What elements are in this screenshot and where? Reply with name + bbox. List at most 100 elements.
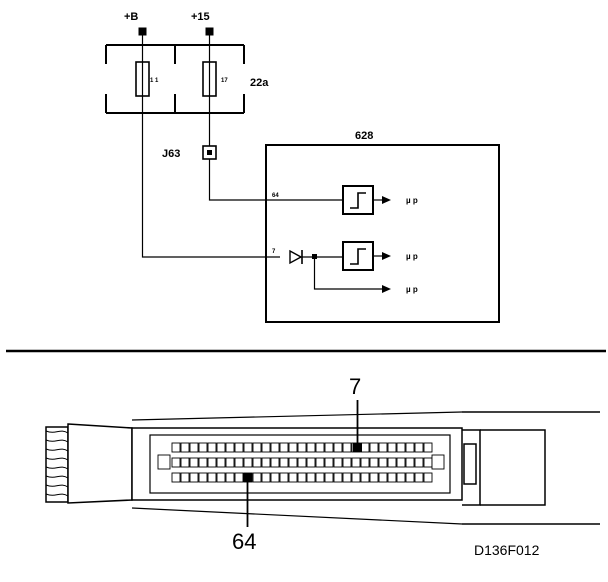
cable-wire xyxy=(45,457,69,461)
connector-pin xyxy=(396,457,406,468)
connector-pin xyxy=(234,442,244,453)
connector-pin xyxy=(180,472,190,483)
connector-pin xyxy=(225,457,235,468)
connector-pin xyxy=(369,472,379,483)
label-supply-b: +B xyxy=(124,11,138,23)
fuse-box xyxy=(105,44,245,114)
connector-pin xyxy=(243,457,253,468)
connector-pin xyxy=(180,442,190,453)
connector-pin xyxy=(378,457,388,468)
connector-pin xyxy=(423,472,433,483)
label-output-1: µ p xyxy=(406,196,418,205)
connector-latch xyxy=(462,429,481,506)
label-output-2: µ p xyxy=(406,252,418,261)
arrow-out-3 xyxy=(382,285,391,293)
connector-pin xyxy=(333,457,343,468)
schematic xyxy=(105,27,500,323)
connector-pin xyxy=(297,457,307,468)
connector-pin xyxy=(315,472,325,483)
wire-b-to-diode xyxy=(141,113,280,258)
connector-pin xyxy=(189,442,199,453)
connector-pin xyxy=(216,457,226,468)
connector-pin xyxy=(324,442,334,453)
connector-pin xyxy=(405,472,415,483)
connector-pin xyxy=(180,457,190,468)
connector-pin xyxy=(252,472,262,483)
connector-pin xyxy=(360,472,370,483)
cable-harness xyxy=(45,426,69,503)
connector-pin xyxy=(324,472,334,483)
connector-pin xyxy=(387,457,397,468)
callout-pin-7: 7 xyxy=(349,374,361,399)
connector-pin xyxy=(351,472,361,483)
label-supply-15: +15 xyxy=(191,11,210,23)
arrow-out-2 xyxy=(382,252,391,260)
connector-pin xyxy=(423,457,433,468)
connector-pin xyxy=(378,442,388,453)
callout-pin-64: 64 xyxy=(232,529,256,554)
cable-wire xyxy=(45,448,69,452)
connector-pin xyxy=(270,442,280,453)
label-pin-64: 64 xyxy=(272,193,279,199)
split-node xyxy=(312,254,317,259)
connector-pin xyxy=(342,472,352,483)
connector-pin xyxy=(207,442,217,453)
label-fuse-1: 1 1 xyxy=(150,78,159,84)
connector-pin xyxy=(252,442,262,453)
label-junction: J63 xyxy=(162,148,180,160)
connector-pin xyxy=(198,472,208,483)
label-pin-7: 7 xyxy=(272,249,276,255)
connector-pin xyxy=(279,472,289,483)
pin-7-highlight xyxy=(353,443,362,452)
cable-wire xyxy=(45,430,69,434)
connector-pin xyxy=(171,472,181,483)
connector-pin xyxy=(189,457,199,468)
connector-pin xyxy=(297,442,307,453)
connector-pin xyxy=(387,472,397,483)
terminal-b xyxy=(138,27,147,36)
connector-pin xyxy=(234,472,244,483)
connector-pin xyxy=(405,442,415,453)
connector-pin xyxy=(360,442,370,453)
connector-pin xyxy=(333,472,343,483)
label-control-unit: 628 xyxy=(355,130,373,142)
connector-pin xyxy=(279,442,289,453)
cable-wire xyxy=(45,475,69,479)
arrow-out-1 xyxy=(382,196,391,204)
connector-pin xyxy=(414,457,424,468)
connector-pin xyxy=(243,442,253,453)
connector-pin xyxy=(288,442,298,453)
connector-pin xyxy=(342,457,352,468)
wire-branch xyxy=(313,257,382,290)
connector-pin xyxy=(387,442,397,453)
connector-pin xyxy=(270,472,280,483)
connector-pin xyxy=(288,472,298,483)
connector-pin xyxy=(414,442,424,453)
connector-drawing xyxy=(45,400,600,527)
connector-pin xyxy=(225,472,235,483)
connector-pin xyxy=(360,457,370,468)
connector-pin xyxy=(198,442,208,453)
connector-pin xyxy=(369,442,379,453)
connector-pin xyxy=(405,457,415,468)
connector-pin xyxy=(279,457,289,468)
label-fuse-2: 17 xyxy=(221,78,228,84)
wire-j63-to-input xyxy=(208,159,343,201)
connector-taper xyxy=(67,423,133,504)
connector-pin xyxy=(306,457,316,468)
connector-pin xyxy=(189,472,199,483)
connector-pin xyxy=(252,457,262,468)
connector-pin xyxy=(423,442,433,453)
control-unit-box xyxy=(265,144,500,323)
connector-pin xyxy=(225,442,235,453)
diode xyxy=(289,249,303,265)
connector-pin xyxy=(378,472,388,483)
connector-pin xyxy=(396,442,406,453)
cable-wire xyxy=(45,466,69,470)
guide-post xyxy=(157,454,171,470)
guide-post xyxy=(431,454,445,470)
connector-pin xyxy=(306,442,316,453)
connector-pin xyxy=(369,457,379,468)
connector-pin xyxy=(351,457,361,468)
